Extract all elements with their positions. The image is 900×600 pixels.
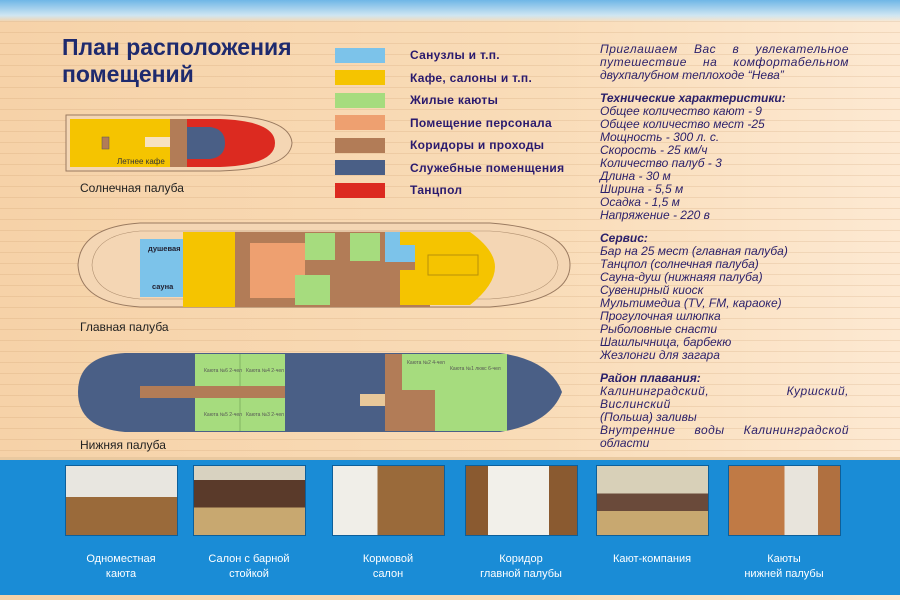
area-item: области [600,436,650,450]
legend-item: Жилые каюты [335,89,564,112]
legend-item: Служебные поменщения [335,157,564,180]
sun-deck-plan: Летнее кафе [65,114,293,172]
sun-deck-label: Солнечная палуба [80,181,184,195]
intro-line: двухпалубном теплоходе “Нева” [600,68,784,82]
photo-wardroom [596,465,709,536]
tech-item: Мощность - 300 л. с. [600,130,720,144]
legend-swatch [335,70,385,86]
title-line: План расположения [62,34,292,60]
service-item: Шашлычница, барбекю [600,335,732,349]
legend-swatch [335,160,385,176]
legend-item: Помещение персонала [335,112,564,135]
service-item: Сувенирный киоск [600,283,704,297]
tech-item: Количество палуб - 3 [600,156,722,170]
area-item: (Польша) заливы [600,410,697,424]
cabin-label: Каюта №6 2-чел [204,368,242,374]
legend-swatch [335,47,385,63]
intro-line: путешествие на комфортабельном [600,55,849,69]
cabin-label: Каюта №1 люкс 6-чел [450,366,501,372]
legend-label: Служебные поменщения [410,160,565,175]
tech-item: Общее количество мест -25 [600,117,765,131]
legend-label: Танцпол [410,183,463,198]
tech-item: Напряжение - 220 в [600,208,710,222]
tech-heading: Технические характеристики: [600,91,786,105]
legend-label: Помещение персонала [410,115,552,130]
service-item: Жезлонги для загара [600,348,720,362]
top-bar [0,0,900,22]
legend-swatch [335,137,385,153]
service-heading: Сервис: [600,231,648,245]
service-item: Прогулочная шлюпка [600,309,721,323]
photo-single-cabin [65,465,178,536]
lower-deck-label: Нижняя палуба [80,438,166,452]
legend-label: Жилые каюты [410,93,499,108]
legend-item: Танцпол [335,179,564,202]
legend-item: Коридоры и проходы [335,134,564,157]
legend-swatch [335,182,385,198]
tech-item: Ширина - 5,5 м [600,182,684,196]
tech-item: Скорость - 25 км/ч [600,143,708,157]
photo-stern-salon [332,465,445,536]
service-item: Рыболовные снасти [600,322,718,336]
legend-item: Кафе, салоны и т.п. [335,67,564,90]
shower-label: душевая [148,244,181,253]
page-title: План расположения помещений [62,34,292,88]
cabin-label: Каюта №5 2-чел [204,412,242,418]
title-line: помещений [62,61,194,87]
tech-item: Длина - 30 м [600,169,671,183]
lower-deck-plan: Каюта №6 2-чел Каюта №4 2-чел Каюта №5 2… [78,353,562,432]
area-heading: Район плавания: [600,371,701,385]
service-item: Сауна-душ (нижнаяя палуба) [600,270,763,284]
intro-line: Приглашаем Вас в увлекательное [600,42,849,56]
photo-lower-cabins [728,465,841,536]
cabin-label: Каюта №4 2-чел [246,368,284,374]
service-item: Бар на 25 мест (главная палуба) [600,244,788,258]
legend-label: Коридоры и проходы [410,138,545,153]
photo-bar-salon [193,465,306,536]
cafe-label: Летнее кафе [117,157,165,166]
service-item: Танцпол (солнечная палуба) [600,257,759,271]
cabin-label: Каюта №2 4-чел [407,360,445,366]
photo-caption: Кают-компания [612,553,692,565]
legend-swatch [335,92,385,108]
info-panel: Приглашаем Вас в увлекательное путешеств… [600,43,849,450]
main-deck-label: Главная палуба [80,320,169,334]
tech-item: Общее количество кают - 9 [600,104,762,118]
legend-item: Санузлы и т.п. [335,44,564,67]
legend-swatch [335,115,385,131]
area-item: Калининградский, Куршский, Вислинский [600,384,849,411]
legend-label: Санузлы и т.п. [410,48,500,63]
main-deck-plan: душевая сауна [77,222,571,308]
service-item: Мультимедиа (TV, FM, караоке) [600,296,782,310]
sauna-label: сауна [152,282,174,291]
legend-label: Кафе, салоны и т.п. [410,70,533,85]
cabin-label: Каюта №3 2-чел [246,412,284,418]
area-item: Внутренние воды Калининградской [600,423,849,437]
photo-main-corridor [465,465,578,536]
tech-item: Осадка - 1,5 м [600,195,680,209]
legend: Санузлы и т.п. Кафе, салоны и т.п. Жилые… [335,44,564,202]
